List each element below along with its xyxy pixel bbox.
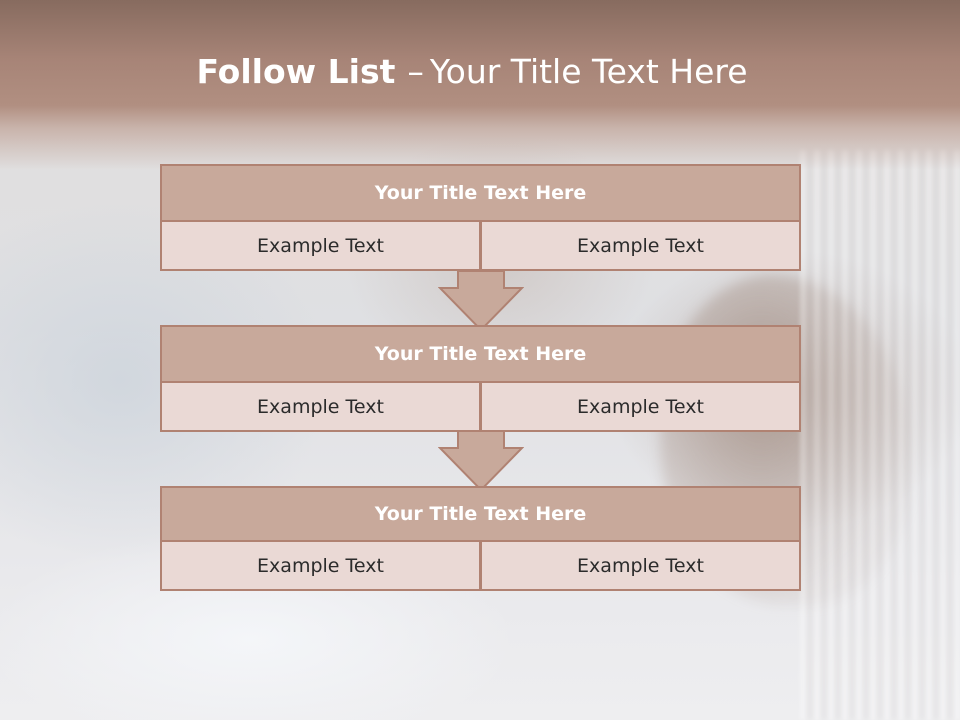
down-arrow-icon	[438, 430, 524, 492]
header-band	[0, 0, 960, 170]
slide-title: Follow List–Your Title Text Here	[0, 52, 944, 91]
down-arrow-icon	[438, 270, 524, 332]
step-cell-right: Example Text	[480, 540, 801, 591]
step-cell-right: Example Text	[480, 220, 801, 271]
slide-title-separator: –	[407, 52, 424, 91]
step-title: Your Title Text Here	[160, 325, 801, 383]
step-cell-right: Example Text	[480, 381, 801, 432]
step-cell-left: Example Text	[160, 220, 481, 271]
slide-title-rest: Your Title Text Here	[429, 52, 748, 91]
slide-title-bold: Follow List	[196, 52, 396, 91]
step-title: Your Title Text Here	[160, 164, 801, 222]
step-cell-left: Example Text	[160, 381, 481, 432]
background-waterfall	[800, 150, 960, 720]
step-cell-left: Example Text	[160, 540, 481, 591]
step-title: Your Title Text Here	[160, 486, 801, 542]
